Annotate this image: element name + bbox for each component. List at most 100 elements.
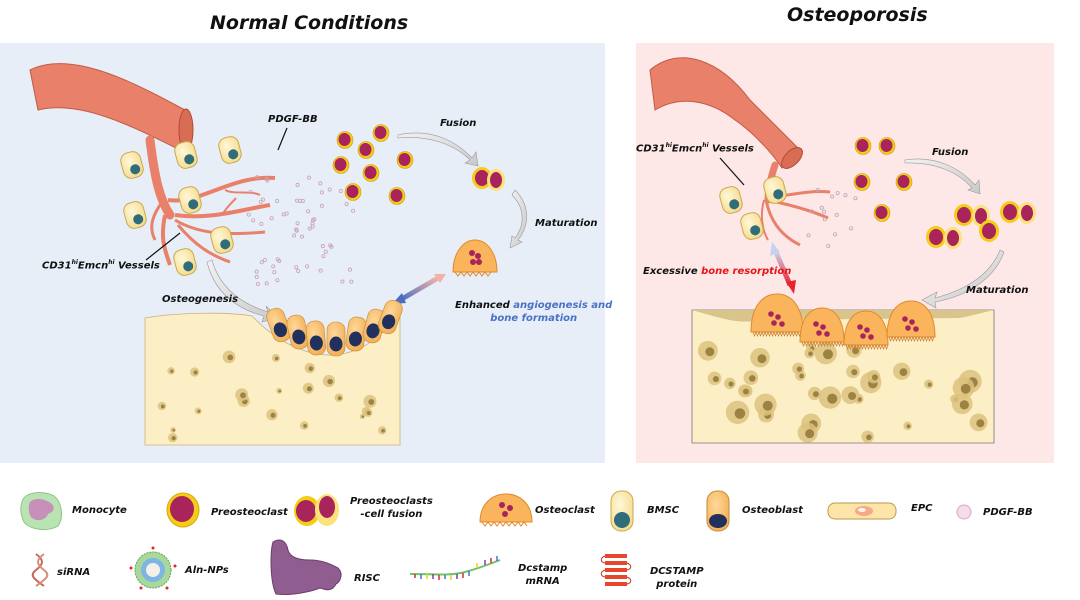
dcstamp-mrna-icon xyxy=(409,556,501,580)
fused-preosteoclasts-normal xyxy=(472,167,505,191)
preosteoclast-cell xyxy=(372,124,390,142)
pdgf-bb-dot xyxy=(834,212,839,217)
preosteoclast-cell xyxy=(895,173,913,191)
bone-tissue-normal xyxy=(144,312,401,446)
pdgf-bb-dot xyxy=(320,244,325,249)
bone-lacuna-core xyxy=(278,389,282,393)
pdgf-bb-dot xyxy=(319,203,324,208)
pdgf-bb-dot xyxy=(299,234,304,239)
bone-lacuna-core xyxy=(712,376,719,383)
pdgf-bb-particles-normal xyxy=(246,175,356,286)
bone-lacuna-core xyxy=(172,428,175,432)
bone-lacuna-core xyxy=(170,369,174,373)
label-maturation-normal: Maturation xyxy=(535,218,598,229)
pdgf-bb-dot xyxy=(296,268,301,273)
pdgf-bb-dot xyxy=(338,189,343,194)
pdgf-bb-dot xyxy=(347,267,352,272)
preosteoclast-cell xyxy=(878,137,896,155)
bone-lacuna-core xyxy=(899,368,908,377)
vessels-sup: hi xyxy=(71,259,78,266)
bone-lacuna-core xyxy=(193,370,198,375)
bone-lacuna-core xyxy=(827,393,838,404)
bone-lacuna-core xyxy=(906,424,911,429)
pdgf-bb-dot xyxy=(292,233,297,238)
legend-label-pdgf-bb: PDGF-BB xyxy=(983,507,1033,518)
fused-preosteoclast-pair xyxy=(1000,201,1036,224)
preosteoclast-cell xyxy=(357,141,375,159)
pdgf-bb-dot xyxy=(822,209,827,214)
bone-lacuna-core xyxy=(812,391,819,398)
osteoclast-normal xyxy=(452,239,498,277)
legend-label-line1: Dcstamp xyxy=(518,563,568,574)
pdgf-bb-dot xyxy=(307,226,312,231)
pdgf-bb-dot xyxy=(323,249,328,254)
bone-lacuna-core xyxy=(366,411,371,416)
pdgf-bb-dot xyxy=(344,202,349,207)
legend-label-risc: RISC xyxy=(354,573,380,584)
pdgf-bb-dot xyxy=(262,258,267,263)
legend-label-osteoblast: Osteoblast xyxy=(742,505,803,516)
pdgf-bb-dot xyxy=(843,193,848,198)
pdgf-bb-dot xyxy=(306,209,311,214)
osteoblast-icon xyxy=(706,490,730,532)
legend-label-line1: DCSTAMP xyxy=(650,566,704,577)
osteoblasts-normal xyxy=(266,299,403,357)
osteoblast-cell xyxy=(286,314,309,350)
bone-lacuna-core xyxy=(959,400,969,410)
preosteoclast-cell xyxy=(344,183,362,201)
bone-lacuna-core xyxy=(743,388,749,395)
fusion-arrow-normal xyxy=(397,132,479,167)
pdgf-bb-dot xyxy=(254,274,259,279)
bone-lacuna-core xyxy=(240,392,246,399)
pdgf-bb-dot xyxy=(306,175,311,180)
pdgf-bb-dot xyxy=(830,194,835,199)
fused-preosteoclast-pair xyxy=(979,220,999,242)
pdgf-bb-dot xyxy=(258,199,263,204)
pdgf-bb-dot xyxy=(281,212,286,217)
vessels-text: CD31 xyxy=(42,260,72,272)
aln-nps-icon xyxy=(129,546,177,590)
bone-lacuna-core xyxy=(227,354,234,361)
pdgf-bb-dot xyxy=(351,208,356,213)
vessels-text: Vessels xyxy=(708,143,754,155)
preosteoclast-fusion-icon xyxy=(294,494,339,526)
pdgf-bb-dot xyxy=(321,254,326,259)
bone-lacuna-core xyxy=(381,428,385,433)
pdgf-bb-dot xyxy=(255,281,260,286)
bmsc-icon xyxy=(610,490,634,532)
bone-lacuna-core xyxy=(308,366,314,371)
bone-lacuna-core xyxy=(337,396,342,401)
bone-lacuna-core xyxy=(368,399,375,405)
bone-lacuna-core xyxy=(160,404,165,409)
maturation-arrow-osteoporosis xyxy=(921,249,1005,309)
pdgf-bb-dot xyxy=(809,209,814,214)
pdgf-bb-dot xyxy=(328,243,333,248)
preosteoclast-cell xyxy=(388,187,406,205)
pdgf-bb-dot xyxy=(294,227,299,232)
vessels-sup: hi xyxy=(108,259,115,266)
osteoblast-cell xyxy=(378,299,403,335)
osteoblast-cell xyxy=(345,316,367,352)
pdgf-bb-dot xyxy=(849,226,854,231)
label-vessels-osteoporosis: CD31hiEmcnhi Vessels xyxy=(636,142,754,156)
pdgf-bb-icon xyxy=(956,504,972,520)
osteoclast-cell xyxy=(799,307,845,347)
pdgf-bb-dot xyxy=(254,175,259,180)
legend-label-preosteoclast: Preosteoclast xyxy=(211,507,288,518)
fused-preosteoclasts-osteoporosis xyxy=(926,201,1036,249)
vessels-text: CD31 xyxy=(636,143,666,155)
preosteoclast-cell xyxy=(336,131,354,149)
vessels-sup: hi xyxy=(665,142,672,149)
pdgf-bb-dot xyxy=(340,279,345,284)
vessels-text: Emcn xyxy=(671,143,703,155)
legend-label-aln-nps: Aln-NPs xyxy=(185,565,229,576)
bone-lacuna-core xyxy=(805,429,815,439)
preosteoclasts-osteoporosis xyxy=(853,137,913,222)
pdgf-bb-dot xyxy=(297,198,302,203)
preosteoclasts-normal xyxy=(332,124,414,205)
